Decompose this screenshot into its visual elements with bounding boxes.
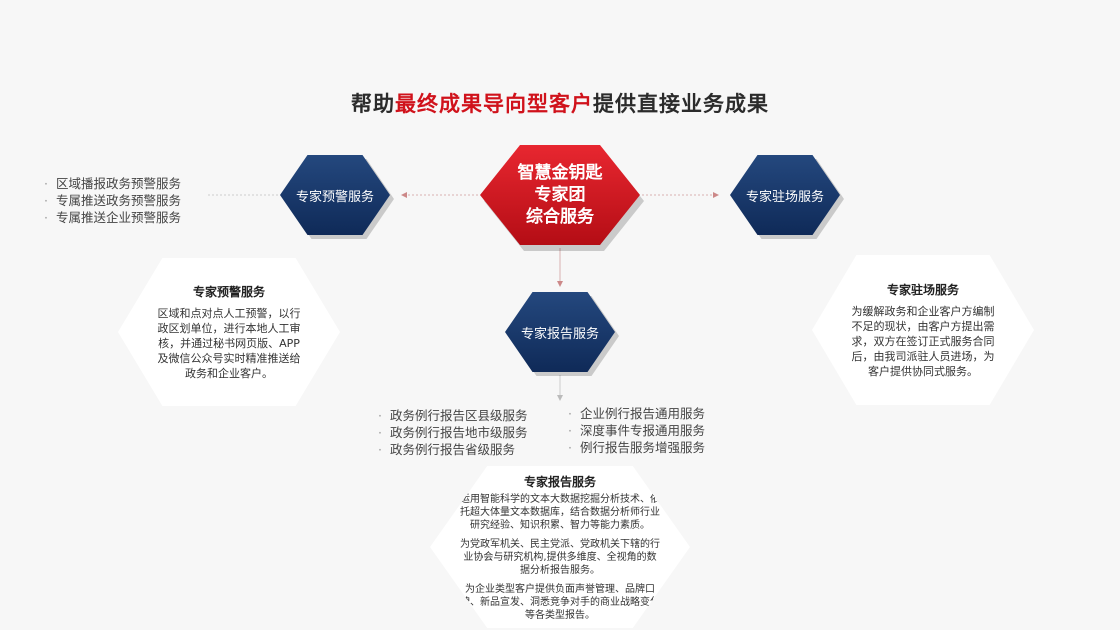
- list-item: 专属推送企业预警服务: [44, 209, 181, 226]
- node-expert-warning: 专家预警服务: [280, 155, 390, 235]
- title-highlight: 最终成果导向型客户: [395, 92, 593, 116]
- card-title: 专家预警服务: [192, 285, 265, 299]
- list-item: 政务例行报告地市级服务: [378, 424, 528, 441]
- card-expert-warning: 专家预警服务 区域和点对点人工预警，以行政区划单位，进行本地人工审核，并通过秘书…: [118, 258, 340, 406]
- card-expert-onsite: 专家驻场服务 为缓解政务和企业客户方编制不足的现状，由客户方提出需求，双方在签订…: [812, 255, 1034, 405]
- center-hex-line-3: 综合服务: [526, 207, 594, 227]
- card-expert-report: 专家报告服务 运用智能科学的文本大数据挖掘分析技术、依托超大体量文本数据库，结合…: [430, 466, 690, 628]
- card-title: 专家报告服务: [523, 474, 596, 489]
- list-item: 政务例行报告省级服务: [378, 441, 528, 458]
- card-body: 区域和点对点人工预警，以行政区划单位，进行本地人工审核，并通过秘书网页版、APP…: [157, 307, 301, 380]
- list-item: 区域播报政务预警服务: [44, 175, 181, 192]
- title-suffix: 提供直接业务成果: [593, 92, 769, 116]
- title-prefix: 帮助: [351, 92, 395, 116]
- card-body: 运用智能科学的文本大数据挖掘分析技术、依托超大体量文本数据库，结合数据分析师行业…: [460, 493, 660, 622]
- card-paragraph: 运用智能科学的文本大数据挖掘分析技术、依托超大体量文本数据库，结合数据分析师行业…: [460, 493, 660, 531]
- card-title: 专家驻场服务: [886, 283, 959, 297]
- left-bullet-list: 区域播报政务预警服务 专属推送政务预警服务 专属推送企业预警服务: [44, 175, 181, 226]
- list-item: 例行报告服务增强服务: [568, 439, 705, 456]
- list-item: 政务例行报告区县级服务: [378, 407, 528, 424]
- center-hex-line-1: 智慧金钥匙: [517, 163, 603, 183]
- card-paragraph: 为党政军机关、民主党派、党政机关下辖的行业协会与研究机构,提供多维度、全视角的数…: [460, 538, 660, 576]
- page-title: 帮助最终成果导向型客户提供直接业务成果: [0, 88, 1120, 118]
- bottom-bullet-list-left: 政务例行报告区县级服务 政务例行报告地市级服务 政务例行报告省级服务: [378, 407, 528, 458]
- center-hex-line-2: 专家团: [534, 185, 586, 205]
- list-item: 企业例行报告通用服务: [568, 405, 705, 422]
- card-body: 为缓解政务和企业客户方编制不足的现状，由客户方提出需求，双方在签订正式服务合同后…: [851, 305, 995, 378]
- list-item: 深度事件专报通用服务: [568, 422, 705, 439]
- bottom-bullet-list-right: 企业例行报告通用服务 深度事件专报通用服务 例行报告服务增强服务: [568, 405, 705, 456]
- list-item: 专属推送政务预警服务: [44, 192, 181, 209]
- card-paragraph: 为企业类型客户提供负面声誉管理、品牌口碑、新品宣发、洞悉竞争对手的商业战略变化等…: [460, 583, 660, 621]
